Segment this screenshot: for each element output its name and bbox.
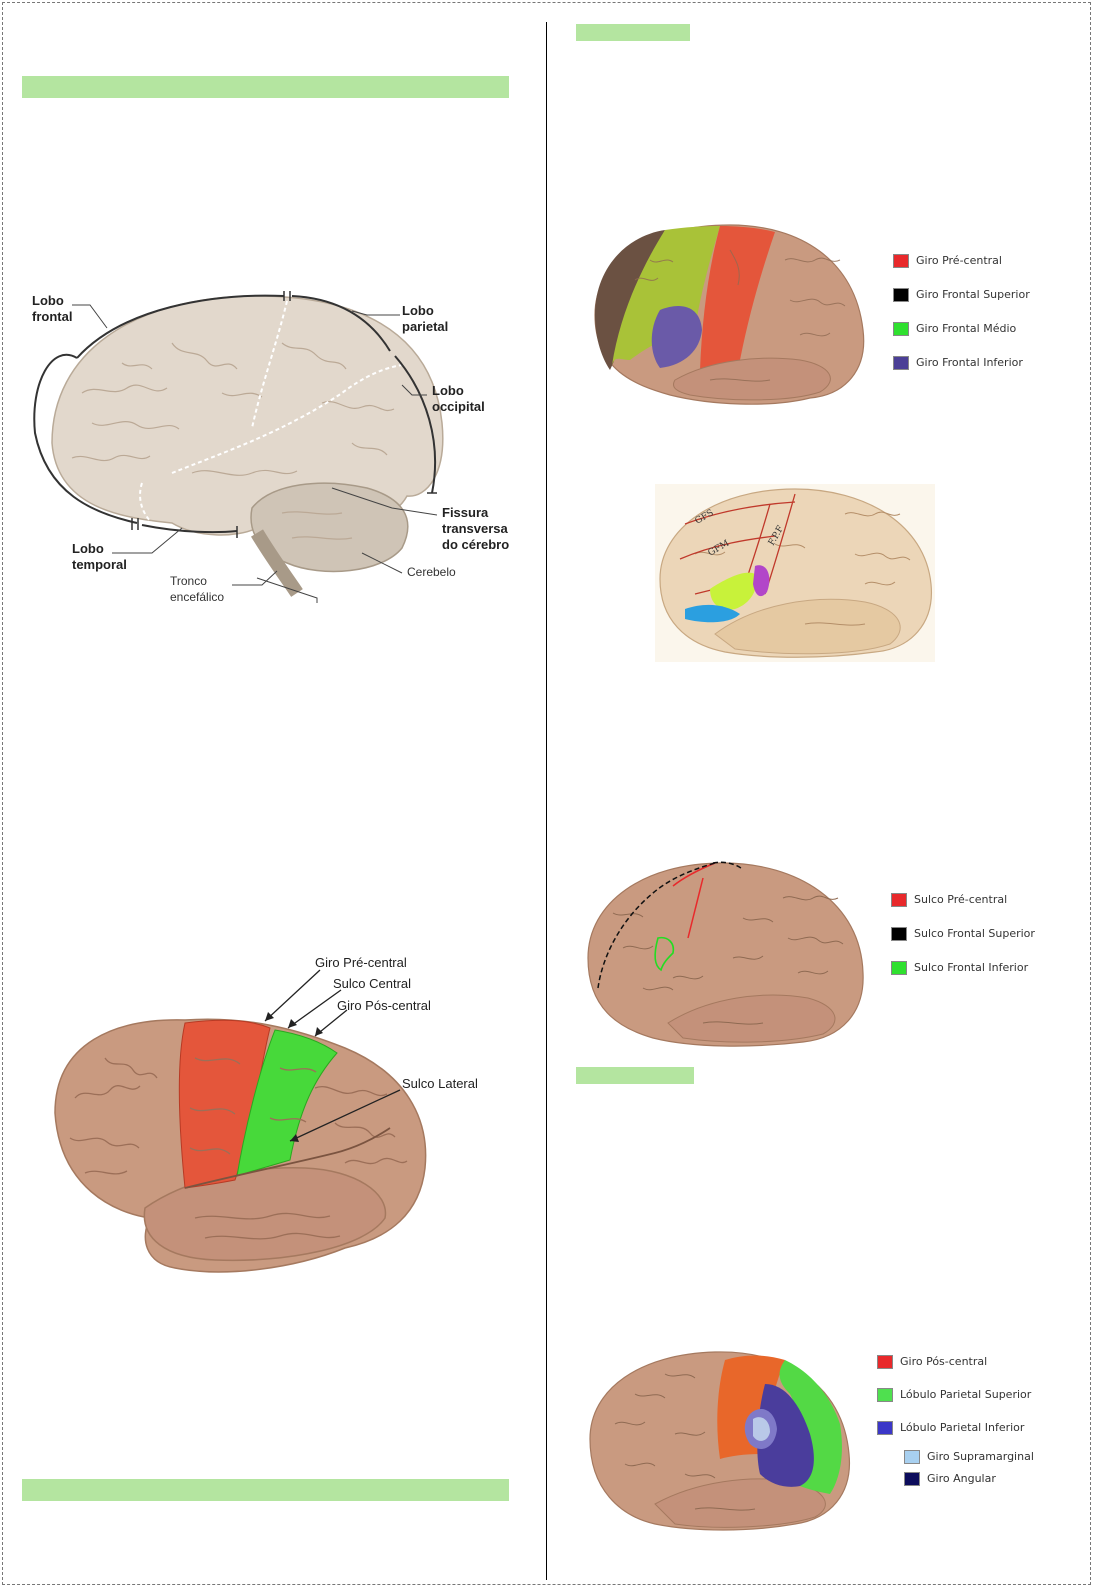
label-lobo-occipital-1: Lobo	[432, 383, 464, 398]
figure-frontal-gyri	[590, 220, 870, 410]
legend-swatch	[893, 254, 909, 268]
label-tronco-2: encefálico	[170, 590, 224, 604]
legend-label: Giro Angular	[927, 1472, 996, 1485]
legend-label: Giro Frontal Superior	[916, 288, 1030, 301]
legend-swatch	[891, 893, 907, 907]
figure-parietal-lobe	[585, 1344, 855, 1534]
legend-item: Giro Frontal Médio	[893, 322, 1016, 336]
legend-swatch	[891, 927, 907, 941]
legend-item: Giro Pós-central	[877, 1355, 987, 1369]
legend-label: Giro Supramarginal	[927, 1450, 1034, 1463]
section-header-bar	[576, 1067, 694, 1084]
label-lobo-temporal-2: temporal	[72, 557, 127, 572]
legend-label: Lóbulo Parietal Inferior	[900, 1421, 1025, 1434]
section-header-bar	[22, 76, 509, 98]
legend-item: Giro Angular	[904, 1472, 996, 1486]
label-lobo-frontal-1: Lobo	[32, 293, 64, 308]
legend-label: Giro Frontal Inferior	[916, 356, 1023, 369]
label-giro-pos-central: Giro Pós-central	[337, 998, 431, 1013]
legend-item: Giro Frontal Superior	[893, 288, 1030, 302]
label-fissura-1: Fissura	[442, 505, 489, 520]
label-lobo-occipital-2: occipital	[432, 399, 485, 414]
legend-item: Sulco Pré-central	[891, 893, 1007, 907]
legend-item: Giro Supramarginal	[904, 1450, 1034, 1464]
label-lobo-frontal-2: frontal	[32, 309, 72, 324]
label-lobo-parietal-2: parietal	[402, 319, 448, 334]
legend-item: Giro Frontal Inferior	[893, 356, 1023, 370]
label-cerebelo: Cerebelo	[407, 565, 456, 579]
label-fissura-2: transversa	[442, 521, 509, 536]
legend-swatch	[904, 1472, 920, 1486]
legend-swatch	[877, 1421, 893, 1435]
legend-frontal-sulci: Sulco Pré-central Sulco Frontal Superior…	[891, 893, 1086, 985]
label-fissura-3: do cérebro	[442, 537, 509, 552]
legend-label: Sulco Pré-central	[914, 893, 1008, 906]
legend-swatch	[893, 288, 909, 302]
legend-swatch	[877, 1355, 893, 1369]
legend-item: Lóbulo Parietal Superior	[877, 1388, 1031, 1402]
legend-item: Giro Pré-central	[893, 254, 1002, 268]
legend-label: Sulco Frontal Superior	[914, 927, 1035, 940]
label-lobo-parietal-1: Lobo	[402, 303, 434, 318]
label-sulco-lateral: Sulco Lateral	[402, 1076, 478, 1091]
label-sulco-central: Sulco Central	[333, 976, 411, 991]
legend-parietal-lobe: Giro Pós-central Lóbulo Parietal Superio…	[877, 1355, 1077, 1495]
label-giro-pre-central: Giro Pré-central	[315, 955, 407, 970]
section-header-bar	[576, 24, 690, 41]
legend-item: Lóbulo Parietal Inferior	[877, 1421, 1024, 1435]
label-tronco-1: Tronco	[170, 574, 207, 588]
figure-broca-area: GFS GFM F.P.F	[655, 484, 935, 662]
label-lobo-temporal-1: Lobo	[72, 541, 104, 556]
legend-swatch	[893, 322, 909, 336]
column-divider	[546, 22, 547, 1580]
figure-brain-lobes: Lobo frontal Lobo parietal Lobo occipita…	[22, 283, 532, 618]
legend-label: Sulco Frontal Inferior	[914, 961, 1029, 974]
legend-swatch	[893, 356, 909, 370]
legend-frontal-gyri: Giro Pré-central Giro Frontal Superior G…	[893, 254, 1083, 379]
legend-item: Sulco Frontal Superior	[891, 927, 1035, 941]
legend-swatch	[891, 961, 907, 975]
legend-label: Giro Pós-central	[900, 1355, 988, 1368]
figure-frontal-sulci	[583, 858, 868, 1050]
figure-central-sulcus: Giro Pré-central Sulco Central Giro Pós-…	[45, 948, 515, 1288]
legend-label: Giro Pré-central	[916, 254, 1002, 267]
legend-item: Sulco Frontal Inferior	[891, 961, 1028, 975]
legend-swatch	[877, 1388, 893, 1402]
legend-label: Lóbulo Parietal Superior	[900, 1388, 1032, 1401]
legend-swatch	[904, 1450, 920, 1464]
brainstem-shape	[250, 529, 303, 597]
section-header-bar	[22, 1479, 509, 1501]
legend-label: Giro Frontal Médio	[916, 322, 1017, 335]
